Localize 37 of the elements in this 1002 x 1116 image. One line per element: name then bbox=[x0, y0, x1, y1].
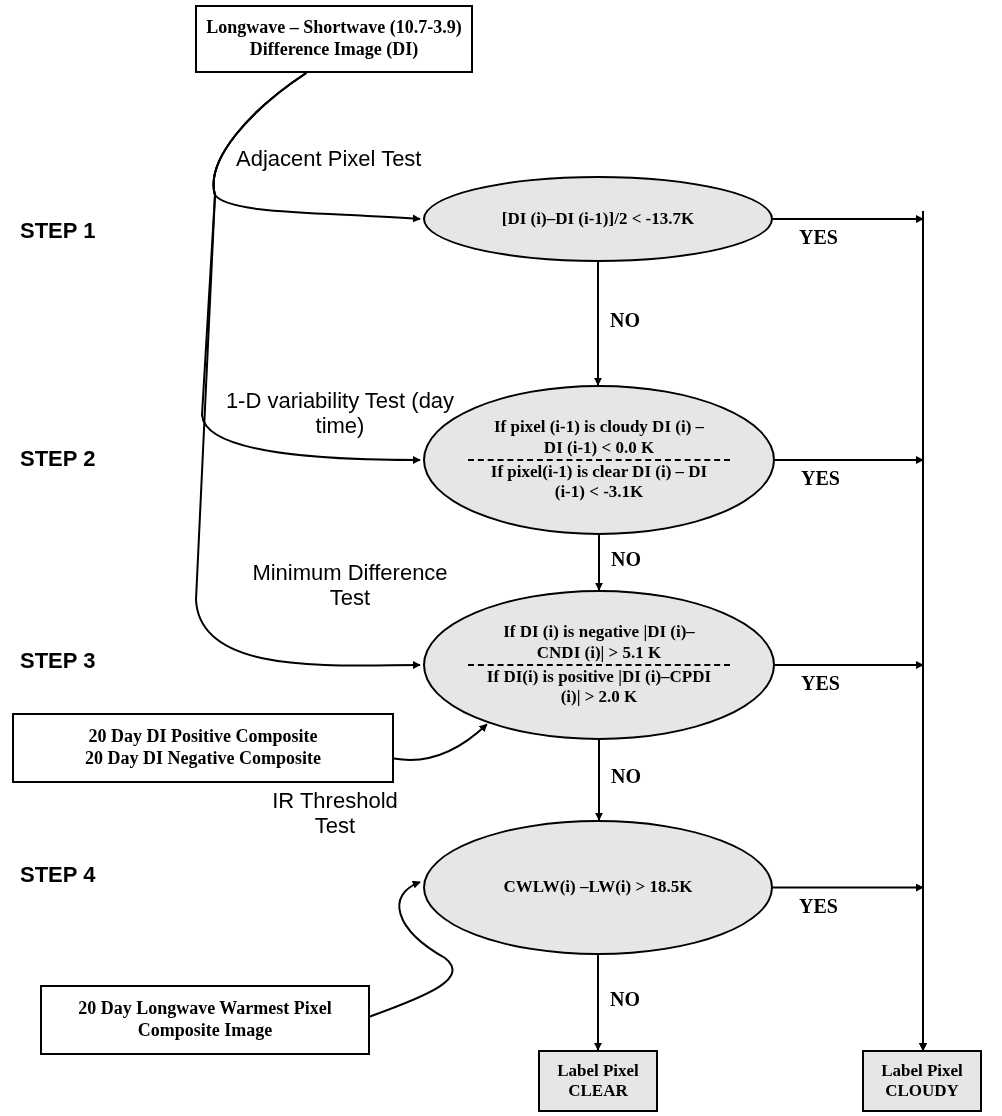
result-text: Label Pixel CLOUDY bbox=[880, 1060, 964, 1102]
arrow bbox=[595, 739, 603, 821]
condition-text: [DI (i)–DI (i-1)]/2 < -13.7K bbox=[500, 208, 696, 230]
curved-arrow bbox=[369, 881, 454, 1018]
test-name: Minimum Difference Test bbox=[251, 560, 449, 611]
edge-label: NO bbox=[609, 766, 643, 786]
input-box bbox=[40, 985, 370, 1055]
test-name: Adjacent Pixel Test bbox=[236, 146, 423, 172]
step-label: STEP 2 bbox=[20, 446, 97, 472]
condition-text: If pixel (i-1) is cloudy DI (i) – DI (i-1) < 0.0 K bbox=[492, 417, 706, 458]
input-text: 20 Day DI Positive Composite bbox=[88, 726, 318, 748]
test-name: IR Threshold Test bbox=[271, 788, 399, 839]
step-label: STEP 3 bbox=[20, 648, 97, 674]
step-label: STEP 1 bbox=[20, 218, 97, 244]
condition-text: CWLW(i) –LW(i) > 18.5K bbox=[502, 877, 694, 898]
arrow bbox=[594, 954, 602, 1051]
input-box bbox=[12, 713, 394, 783]
edge-label: YES bbox=[797, 227, 840, 247]
arrow bbox=[595, 534, 603, 591]
condition-text: If pixel(i-1) is clear DI (i) – DI (i-1) < -3.1K bbox=[489, 462, 709, 503]
condition-text: If DI (i) is negative |DI (i)–CNDI (i)| > 5.1 K bbox=[502, 622, 696, 663]
condition-text: If DI(i) is positive |DI (i)–CPDI (i)| > 2.0 K bbox=[485, 667, 713, 708]
result-box bbox=[538, 1050, 658, 1112]
curved-arrow bbox=[195, 72, 421, 670]
arrow bbox=[772, 878, 927, 1051]
edge-label: YES bbox=[799, 673, 842, 693]
result-box bbox=[862, 1050, 982, 1112]
input-text: 20 Day DI Negative Composite bbox=[85, 748, 321, 770]
input-text: Longwave – Shortwave (10.7-3.9) Difference Image (DI) bbox=[205, 17, 463, 61]
edge-label: YES bbox=[799, 468, 842, 488]
result-text: Label Pixel CLEAR bbox=[556, 1060, 640, 1102]
input-text: 20 Day Longwave Warmest Pixel Composite Image bbox=[77, 998, 333, 1042]
test-name: 1-D variability Test (day time) bbox=[224, 388, 456, 439]
input-box bbox=[195, 5, 473, 73]
curved-arrow bbox=[393, 723, 488, 761]
arrow bbox=[594, 261, 602, 386]
step-label: STEP 4 bbox=[20, 862, 97, 888]
